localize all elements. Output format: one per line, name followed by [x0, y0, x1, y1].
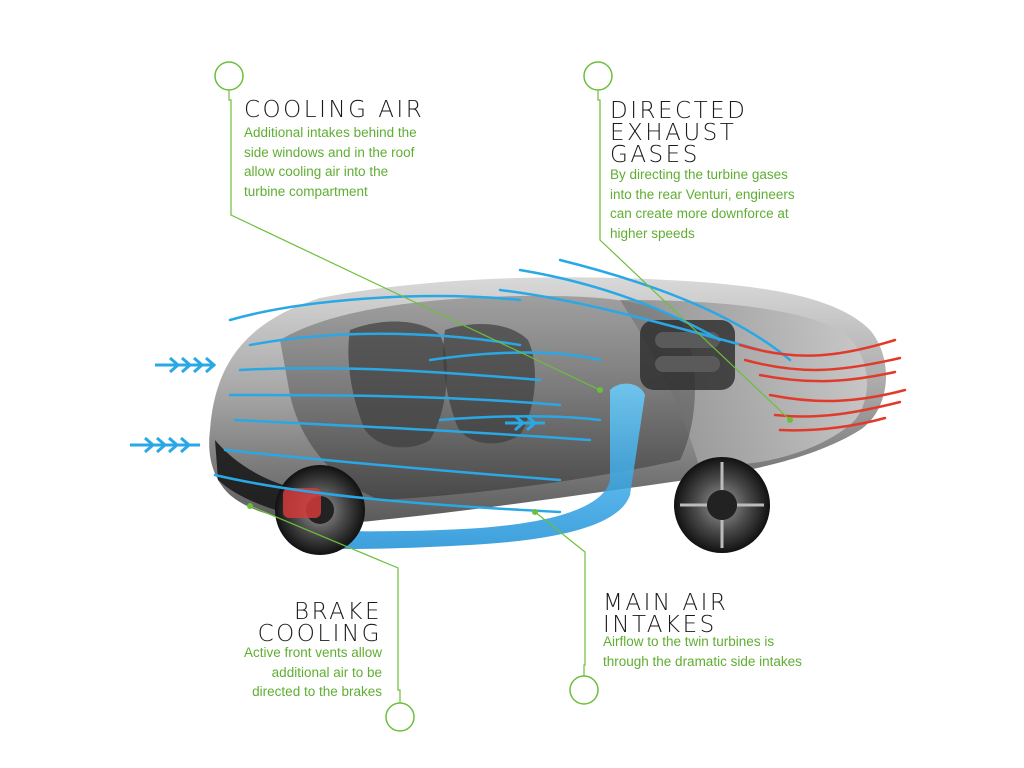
cool-air-flow	[213, 258, 792, 514]
main-air-intakes-title: MAIN AIR INTAKES	[603, 590, 729, 638]
exhaust-flow-icon	[738, 338, 907, 432]
callout-leader-lines	[228, 89, 791, 703]
rear-wheel	[674, 457, 770, 553]
brake-caliper	[283, 488, 321, 518]
callout-circle-icon	[214, 61, 613, 732]
callout-anchor-dots	[247, 387, 793, 515]
cooling-air-title: COOLING AIR	[244, 97, 425, 123]
directed-exhaust-title: DIRECTED EXHAUST GASES	[610, 98, 748, 168]
main-air-intakes-description: Airflow to the twin turbines is through …	[603, 634, 802, 669]
brake-cooling-description: Active front vents allow additional air …	[243, 645, 382, 699]
cooling-air-description: Additional intakes behind the side windo…	[244, 125, 417, 199]
cool-air-arrow-icon	[130, 356, 545, 454]
brake-cooling-title: BRAKE COOLING	[257, 599, 382, 647]
directed-exhaust-description: By directing the turbine gases into the …	[610, 167, 795, 241]
